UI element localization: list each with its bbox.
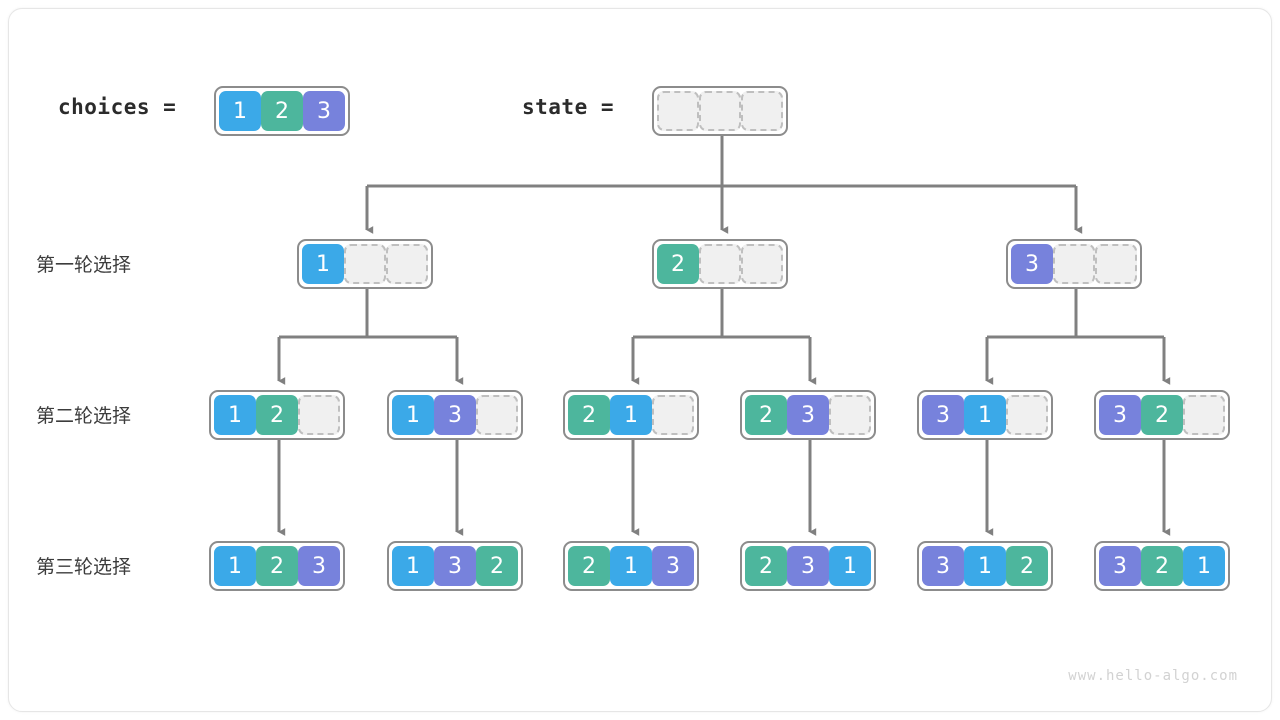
node-cell-empty bbox=[1183, 395, 1225, 435]
node-cell-empty bbox=[699, 244, 741, 284]
node-cell-empty bbox=[741, 244, 783, 284]
node-cell-empty bbox=[298, 395, 340, 435]
row-label-round-1: 第一轮选择 bbox=[36, 254, 132, 276]
node-cell-2: 2 bbox=[568, 395, 610, 435]
node-cell-3: 3 bbox=[787, 395, 829, 435]
node-cell-2: 2 bbox=[745, 546, 787, 586]
node-cell-1: 1 bbox=[1183, 546, 1225, 586]
node-cell-2: 2 bbox=[568, 546, 610, 586]
node-cell-2: 2 bbox=[1141, 395, 1183, 435]
node-cell-empty bbox=[1053, 244, 1095, 284]
node-cell-2: 2 bbox=[476, 546, 518, 586]
node-cell-3: 3 bbox=[787, 546, 829, 586]
node-cell-empty bbox=[829, 395, 871, 435]
node-cell-3: 3 bbox=[1099, 395, 1141, 435]
choices-label: choices = bbox=[58, 95, 177, 119]
node-cell-empty bbox=[344, 244, 386, 284]
row-label-round-3: 第三轮选择 bbox=[36, 556, 132, 578]
node-cell-3: 3 bbox=[922, 546, 964, 586]
node-cell-3: 3 bbox=[298, 546, 340, 586]
diagram-frame bbox=[8, 8, 1272, 712]
node-cell-empty bbox=[476, 395, 518, 435]
choices-cell-2: 2 bbox=[261, 91, 303, 131]
state-array bbox=[652, 86, 788, 136]
choices-cell-1: 1 bbox=[219, 91, 261, 131]
array-node-round1-1: 1 bbox=[297, 239, 433, 289]
array-node-round1-3: 3 bbox=[1006, 239, 1142, 289]
node-cell-2: 2 bbox=[256, 546, 298, 586]
node-cell-3: 3 bbox=[922, 395, 964, 435]
node-cell-1: 1 bbox=[964, 546, 1006, 586]
node-cell-1: 1 bbox=[302, 244, 344, 284]
node-cell-1: 1 bbox=[392, 546, 434, 586]
node-cell-3: 3 bbox=[652, 546, 694, 586]
node-cell-2: 2 bbox=[745, 395, 787, 435]
watermark: www.hello-algo.com bbox=[1068, 668, 1238, 684]
state-cell-empty bbox=[657, 91, 699, 131]
node-cell-empty bbox=[1095, 244, 1137, 284]
state-label: state = bbox=[522, 95, 615, 119]
node-cell-2: 2 bbox=[1141, 546, 1183, 586]
state-cell-empty bbox=[741, 91, 783, 131]
node-cell-2: 2 bbox=[657, 244, 699, 284]
node-cell-1: 1 bbox=[829, 546, 871, 586]
node-cell-empty bbox=[386, 244, 428, 284]
node-cell-empty bbox=[1006, 395, 1048, 435]
node-cell-1: 1 bbox=[610, 546, 652, 586]
node-cell-1: 1 bbox=[214, 395, 256, 435]
node-cell-empty bbox=[652, 395, 694, 435]
node-cell-3: 3 bbox=[1099, 546, 1141, 586]
array-node-round1-2: 2 bbox=[652, 239, 788, 289]
node-cell-2: 2 bbox=[1006, 546, 1048, 586]
node-cell-1: 1 bbox=[964, 395, 1006, 435]
node-cell-1: 1 bbox=[610, 395, 652, 435]
choices-cell-3: 3 bbox=[303, 91, 345, 131]
node-cell-2: 2 bbox=[256, 395, 298, 435]
node-cell-1: 1 bbox=[214, 546, 256, 586]
node-cell-3: 3 bbox=[1011, 244, 1053, 284]
row-label-round-2: 第二轮选择 bbox=[36, 405, 132, 427]
node-cell-1: 1 bbox=[392, 395, 434, 435]
node-cell-3: 3 bbox=[434, 395, 476, 435]
node-cell-3: 3 bbox=[434, 546, 476, 586]
state-cell-empty bbox=[699, 91, 741, 131]
